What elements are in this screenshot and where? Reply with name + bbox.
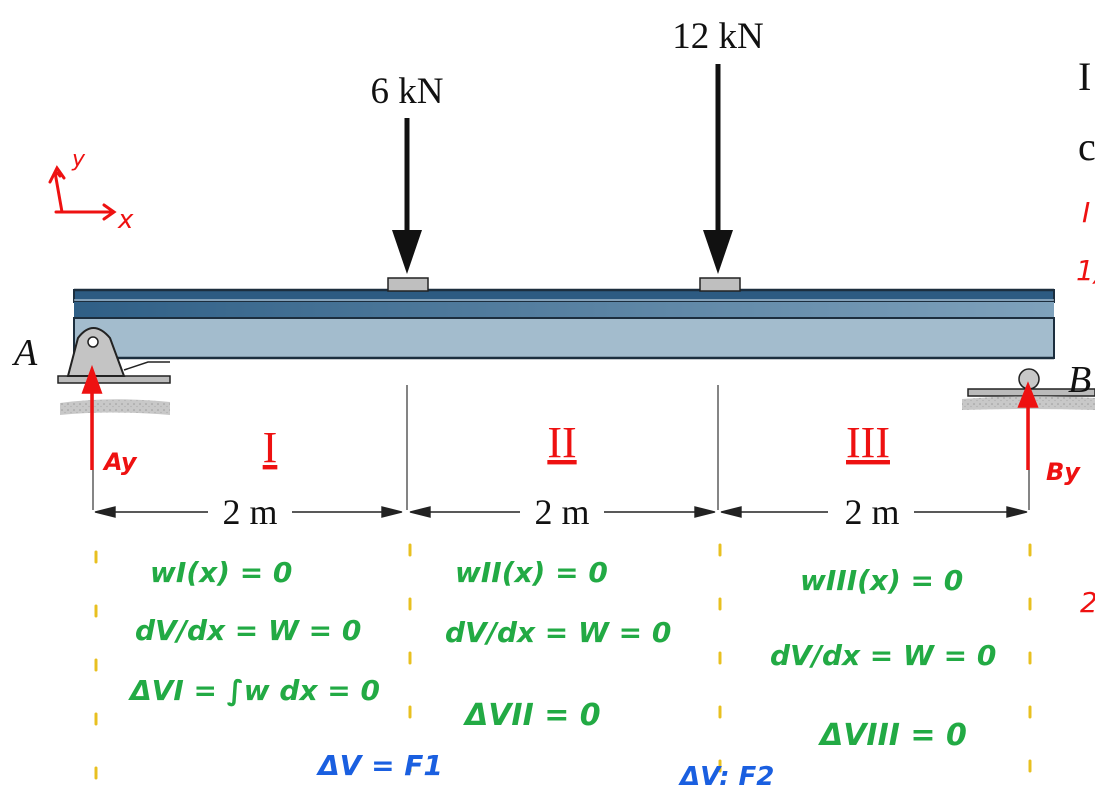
- note-jump1: ΔV = F1: [316, 749, 443, 782]
- axis-x-label: x: [117, 205, 134, 235]
- load-label-12kn: 12 kN: [672, 16, 763, 57]
- load-label-6kn: 6 kN: [371, 71, 444, 112]
- segment-guides: [94, 543, 1032, 782]
- note-dv1: dV/dx = W = 0: [135, 614, 361, 647]
- region-label-1: I: [263, 423, 278, 472]
- pin-support-a: [57, 327, 171, 415]
- load-arrow-12kn: [703, 64, 733, 274]
- dimension-label-3: 2 m: [844, 492, 899, 532]
- note-w1: wI(x) = 0: [150, 556, 292, 589]
- region-label-2: II: [547, 418, 576, 467]
- note-delta3: ΔVIII = 0: [818, 718, 967, 753]
- note-dv3: dV/dx = W = 0: [770, 639, 996, 672]
- margin-text-1: I: [1078, 54, 1091, 99]
- margin-text-5: 2: [1080, 586, 1095, 619]
- load-arrow-6kn: [392, 118, 422, 274]
- note-delta2: ΔVII = 0: [463, 698, 601, 733]
- reaction-label-ay: Ay: [102, 448, 138, 476]
- support-label-a: A: [11, 332, 38, 374]
- reaction-arrow-by: [1017, 381, 1039, 470]
- axis-y-label: y: [71, 147, 86, 172]
- dimension-label-2: 2 m: [534, 492, 589, 532]
- note-delta1: ΔVI = ∫w dx = 0: [128, 674, 380, 707]
- beam-body: [73, 317, 1055, 359]
- reaction-arrow-ay: [81, 364, 103, 470]
- margin-text-2: c: [1078, 124, 1095, 169]
- margin-text-3: I: [1082, 196, 1090, 229]
- region-label-3: III: [846, 418, 890, 467]
- axis-sketch: [48, 165, 117, 221]
- load-plate-2: [699, 277, 741, 292]
- beam-web: [74, 302, 1054, 318]
- margin-text-4: 1): [1076, 254, 1095, 287]
- note-w2: wII(x) = 0: [455, 556, 608, 589]
- load-plate-1: [387, 277, 429, 292]
- beam: [73, 288, 1055, 360]
- reaction-label-by: By: [1046, 458, 1081, 486]
- note-dv2: dV/dx = W = 0: [445, 616, 671, 649]
- dimension-label-1: 2 m: [222, 492, 277, 532]
- support-label-b: B: [1068, 359, 1091, 401]
- note-jump2: ΔV: F2: [678, 762, 774, 792]
- dimension-line: [94, 506, 1028, 518]
- note-w3: wIII(x) = 0: [800, 564, 963, 597]
